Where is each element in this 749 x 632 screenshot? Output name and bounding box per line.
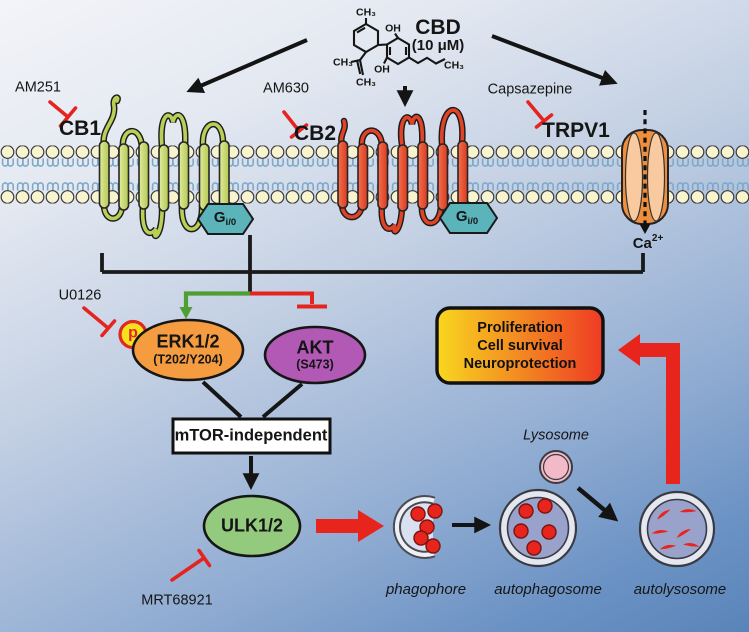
akt-site: (S473) (296, 357, 334, 372)
trpv1-label: TRPV1 (542, 118, 610, 142)
akt-name: AKT (296, 337, 334, 358)
trpv1-channel (621, 110, 669, 234)
cb1-label: CB1 (58, 116, 102, 140)
degraded-cargo-slivers (651, 509, 700, 550)
arrow-cbd-to-trpv1 (491, 34, 618, 86)
activation-arrow-to-erk (179, 291, 250, 319)
oh-top-label: OH (385, 22, 401, 35)
arrow-fusion-to-autolysosome (576, 486, 619, 522)
g-protein-cb2 (438, 202, 499, 234)
g-symbol: G (213, 209, 226, 227)
cb2-receptor (337, 106, 469, 235)
akt-node (263, 325, 367, 385)
ch3-left-label: CH₃ (332, 56, 354, 69)
g-protein-cb2-label: Gi/0 (456, 209, 478, 227)
oh-bottom-label: OH (374, 63, 390, 76)
g-protein-cb1-label: Gi/0 (214, 210, 236, 228)
outcome-neuroprotection: Neuroprotection (463, 355, 577, 372)
cbd-target-arrows (186, 34, 618, 108)
cbd-dose: (10 μM) (411, 37, 465, 55)
tbar-capsazepine (526, 100, 554, 129)
mrt68921-label: MRT68921 (141, 592, 213, 609)
tbar-am630 (282, 110, 309, 139)
arrow-cbd-to-cb1 (186, 38, 308, 94)
autolysosome-vesicle (638, 490, 716, 568)
autolysosome-label: autolysosome (633, 581, 727, 599)
cargo-dots (410, 503, 443, 554)
lysosome-vesicle (539, 450, 573, 484)
outcomes-box (435, 306, 605, 385)
outcomes-text: Proliferation Cell survival Neuroprotect… (437, 308, 603, 383)
u0126-label: U0126 (58, 287, 102, 304)
erk-name: ERK1/2 (156, 331, 220, 352)
cb1-receptor (98, 94, 240, 240)
cb2-label: CB2 (293, 121, 337, 145)
ulk-label: ULK1/2 (220, 515, 284, 536)
cargo-dots (513, 498, 557, 556)
inhibitor-tbars (48, 100, 554, 582)
outcome-proliferation: Proliferation (477, 319, 563, 336)
erk-node (131, 318, 245, 382)
cbd-title: CBD (415, 15, 461, 39)
lysosome-label: Lysosome (523, 427, 589, 444)
ca-symbol: Ca (632, 235, 652, 253)
calcium-arrowhead (639, 224, 651, 234)
erk-site: (T202/Y204) (153, 352, 223, 367)
ulk-node (202, 494, 302, 558)
tbar-mrt68921 (170, 548, 212, 582)
inhibition-arrow-to-akt (250, 291, 327, 309)
phagophore-crescent (392, 495, 443, 559)
receptor-signal-bracket (100, 235, 645, 295)
arrow-ulk-to-phagophore (316, 510, 384, 542)
outcome-cell-survival: Cell survival (477, 337, 563, 354)
tbar-u0126 (82, 306, 117, 338)
g-protein-cb1 (196, 203, 255, 235)
am630-label: AM630 (263, 80, 309, 97)
ch3-bottom-label: CH₃ (355, 76, 377, 89)
phospho-label: p (128, 324, 138, 342)
ch3-top-label: CH₃ (355, 6, 377, 19)
ch3-right-label: CH₃ (443, 59, 465, 72)
cbd-structure-skeleton (350, 18, 446, 76)
g-subscript: i/0 (225, 217, 237, 229)
tbar-am251 (48, 100, 78, 128)
g-subscript: i/0 (467, 216, 479, 228)
phagophore-label: phagophore (385, 581, 467, 599)
calcium-label: Ca2+ (632, 233, 664, 253)
am251-label: AM251 (15, 79, 61, 96)
autophagosome-label: autophagosome (494, 581, 602, 599)
arrow-autolysosome-to-outcomes (618, 334, 680, 484)
autophagosome-vesicle (498, 488, 578, 568)
mtor-independent-label: mTOR-independent (174, 426, 328, 445)
ca-superscript: 2+ (651, 233, 664, 245)
mtor-independent-box (171, 417, 332, 455)
kinase-to-mtor-connectors (201, 380, 304, 419)
capsazepine-label: Capsazepine (487, 81, 573, 98)
g-symbol: G (455, 208, 468, 226)
